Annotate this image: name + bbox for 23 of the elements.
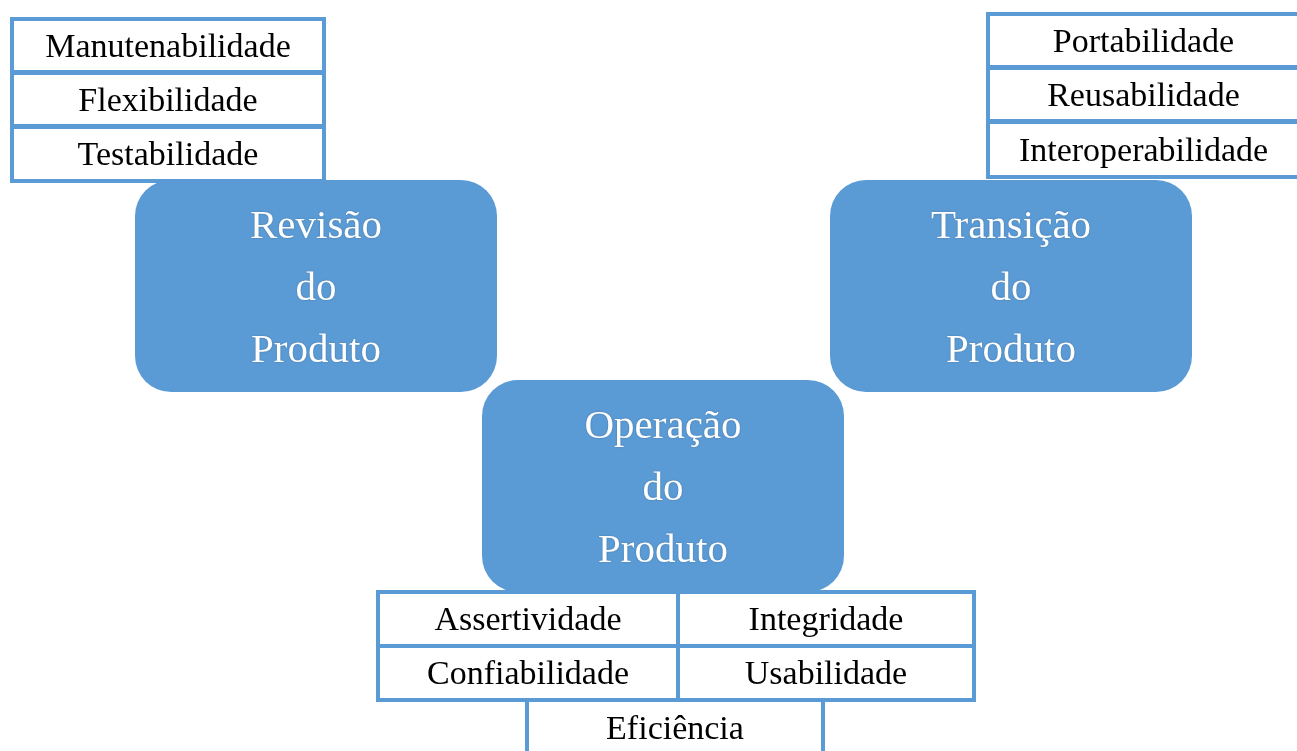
category-title: Revisão do Produto: [249, 200, 383, 373]
attribute-label: Eficiência: [606, 709, 744, 747]
attribute-label: Assertividade: [434, 600, 622, 638]
attribute-box: [986, 66, 1297, 123]
attribute-label: Integridade: [748, 600, 904, 638]
attribute-label: Confiabilidade: [426, 654, 630, 692]
attribute-label: Manutenabilidade: [45, 26, 291, 65]
attribute-box: [10, 71, 326, 128]
attribute-label: Testabilidade: [77, 135, 259, 173]
attribute-label: Interoperabilidade: [1018, 130, 1269, 169]
category-box: [482, 380, 844, 592]
category-box: [135, 180, 497, 392]
attribute-label: Portabilidade: [1052, 21, 1235, 60]
attribute-box: [986, 12, 1297, 69]
attribute-box: [986, 120, 1297, 179]
category-title: Operação do Produto: [584, 400, 742, 573]
category-title: Transição do Produto: [930, 200, 1092, 373]
attribute-box: [10, 17, 326, 74]
attribute-label: Reusabilidade: [1047, 75, 1240, 114]
attribute-box: [10, 125, 326, 183]
attribute-label: Usabilidade: [744, 654, 908, 692]
attribute-label: Flexibilidade: [78, 80, 258, 119]
category-box: [830, 180, 1192, 392]
